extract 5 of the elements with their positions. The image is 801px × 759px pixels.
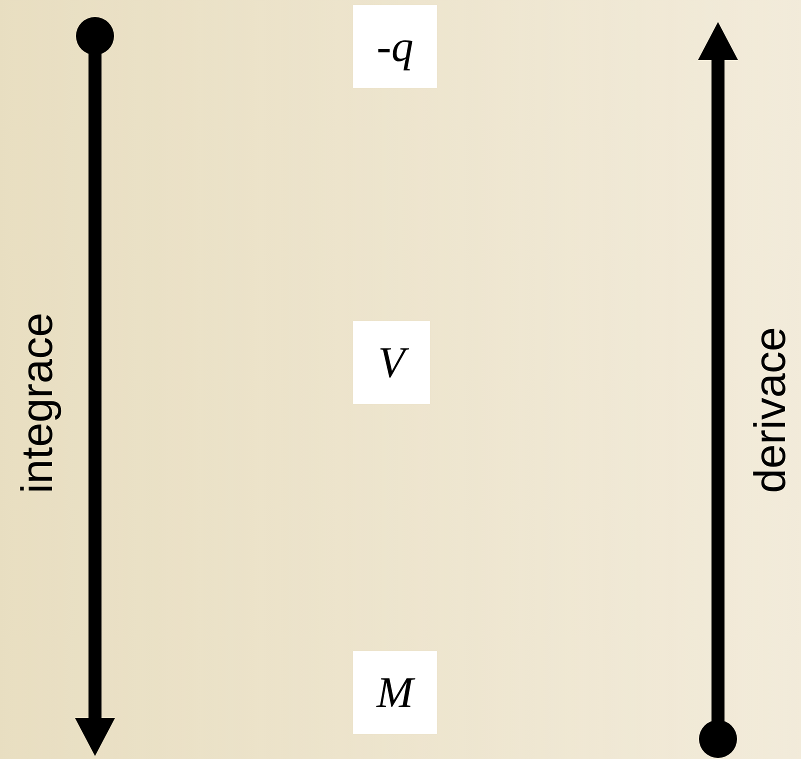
term-box: -q: [353, 5, 437, 88]
term-box: V: [353, 321, 430, 404]
term-box: M: [353, 651, 437, 734]
direction-label: derivace: [746, 326, 796, 494]
direction-label: integrace: [13, 312, 63, 494]
